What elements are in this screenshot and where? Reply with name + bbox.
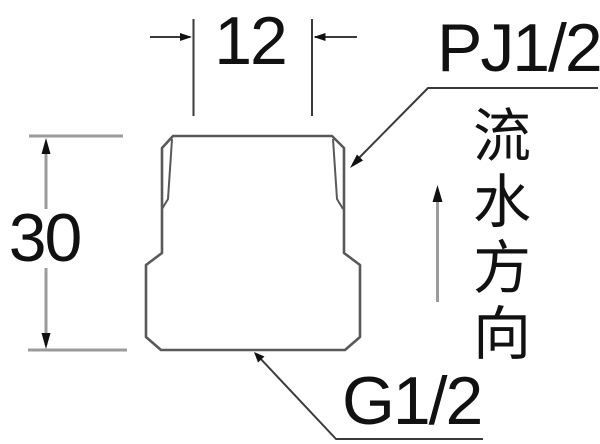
fitting-chamfer-facet-right	[332, 138, 344, 210]
dim-width-label: 12	[214, 3, 288, 79]
g-thread-label: G1/2	[342, 363, 483, 439]
pj-leader-line	[352, 87, 598, 165]
pj-thread-label: PJ1/2	[437, 10, 600, 86]
dim-height-label: 30	[8, 200, 83, 276]
flow-direction-label: 流水方向	[472, 104, 531, 367]
fitting-body-group	[144, 134, 362, 352]
dim-height-arrow-down-icon	[41, 333, 51, 349]
dim-width-arrow-right-icon	[180, 33, 192, 41]
dim-width-group	[150, 19, 357, 116]
pj-leader-arrow-icon	[350, 154, 363, 168]
dim-height-group	[28, 134, 127, 352]
flow-arrow-group	[432, 185, 443, 302]
dim-width-arrow-left-icon	[313, 33, 326, 41]
g-leader-line	[257, 355, 483, 440]
leader-group	[254, 87, 598, 440]
dim-height-arrow-up-icon	[41, 138, 51, 154]
flow-arrow-up-icon	[432, 185, 443, 202]
fitting-chamfer-facet-left	[161, 138, 173, 210]
g-leader-arrow-icon	[254, 352, 265, 363]
fitting-outline	[144, 134, 362, 352]
